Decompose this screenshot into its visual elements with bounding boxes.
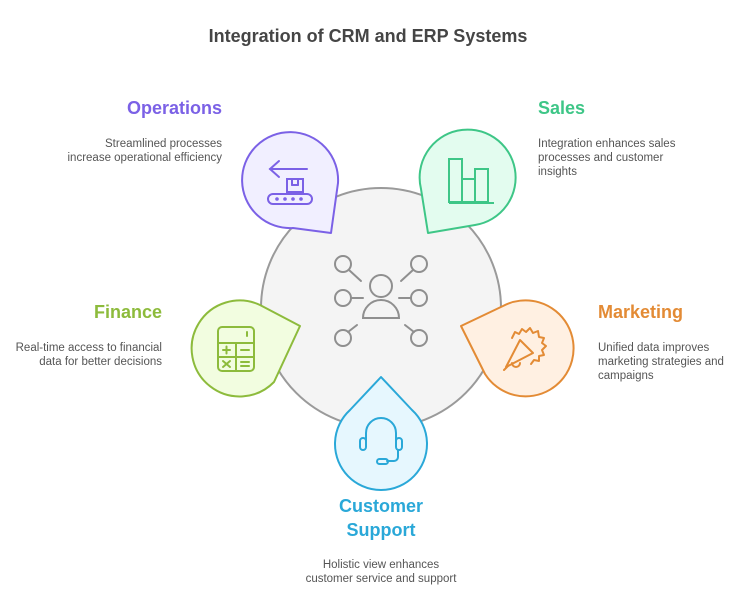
description-line: Streamlined processes — [105, 138, 222, 150]
conveyor-box-icon — [267, 160, 313, 205]
label-customer-support: Customer Support — [281, 494, 481, 542]
description-line: campaigns — [598, 370, 654, 382]
description-line: insights — [538, 166, 577, 178]
description-line: Holistic view enhances — [322, 559, 440, 571]
label-sales: Sales — [538, 98, 586, 118]
description-customer-support: Holistic view enhances customer service … — [261, 558, 501, 586]
label-operations: Operations — [126, 98, 222, 118]
description-operations: Streamlined processes increase operation… — [20, 137, 223, 165]
description-line: customer service and support — [305, 573, 457, 585]
description-line: increase operational efficiency — [67, 152, 223, 164]
pin-customer-support[interactable] — [334, 376, 428, 491]
pin-sales[interactable] — [418, 128, 517, 234]
label-marketing: Marketing — [598, 302, 684, 322]
description-finance: Real-time access to financial data for b… — [0, 341, 162, 369]
label-finance: Finance — [93, 302, 162, 322]
diagram-title: Integration of CRM and ERP Systems — [208, 26, 528, 46]
label-line: Customer — [338, 496, 423, 516]
pin-marketing[interactable] — [460, 299, 575, 398]
user-network-icon — [334, 255, 428, 347]
description-marketing: Unified data improves marketing strategi… — [598, 341, 736, 383]
description-line: marketing strategies and — [598, 356, 724, 368]
megaphone-icon — [503, 327, 547, 371]
label-line: Support — [346, 520, 416, 540]
calculator-icon — [217, 326, 255, 372]
headset-icon — [359, 417, 403, 465]
description-line: Integration enhances sales — [538, 138, 676, 150]
pin-finance[interactable] — [190, 299, 301, 398]
pin-operations[interactable] — [241, 131, 340, 234]
description-sales: Integration enhances sales processes and… — [538, 137, 718, 179]
description-line: Real-time access to financial — [15, 342, 162, 354]
bar-chart-icon — [448, 158, 494, 204]
description-line: data for better decisions — [39, 356, 162, 368]
description-line: processes and customer — [538, 152, 664, 164]
description-line: Unified data improves — [598, 342, 710, 354]
